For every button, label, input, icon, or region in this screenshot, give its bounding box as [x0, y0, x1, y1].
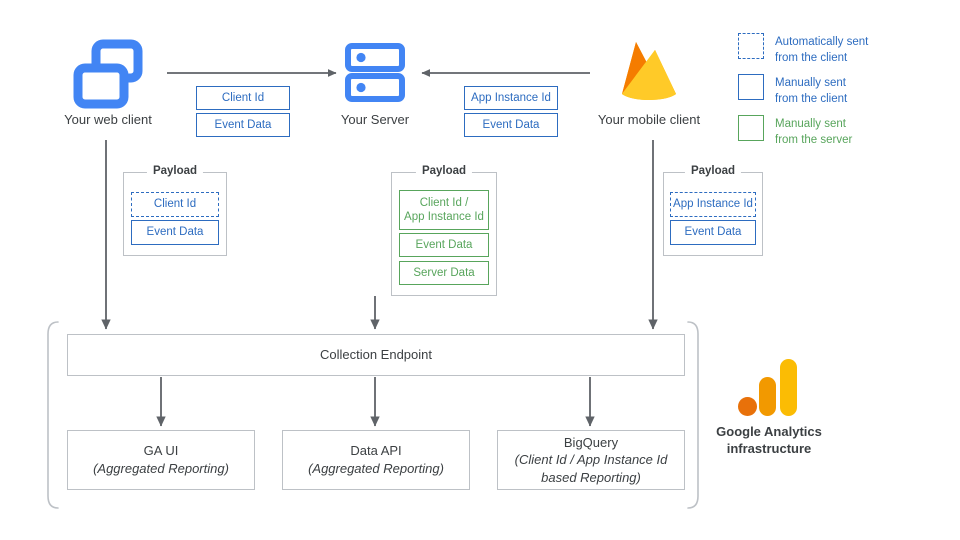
payload-mobile-item-event-data: Event Data — [670, 220, 756, 245]
legend-swatch-manual-server — [738, 115, 764, 141]
google-analytics-caption-line1: Google Analytics — [716, 424, 822, 439]
payload-mobile-item-app-instance-id: App Instance Id — [670, 192, 756, 217]
google-analytics-caption-line2: infrastructure — [726, 440, 812, 456]
payload-server-item-ids-line2: App Instance Id — [404, 211, 484, 223]
infrastructure-bracket-right — [687, 321, 699, 509]
google-analytics-caption: Google Analytics infrastructure — [689, 424, 849, 458]
transit-tag-client-id: Client Id — [196, 86, 290, 110]
ga-ui-title: GA UI — [143, 443, 179, 459]
bigquery-subtitle-line2: based Reporting) — [541, 469, 641, 485]
payload-web-item-event-data: Event Data — [131, 220, 219, 245]
legend-swatch-manual-client — [738, 74, 764, 100]
legend-swatch-automatic-client — [738, 33, 764, 59]
server-label: Your Server — [340, 112, 410, 127]
legend-label-manual-client-line2: from the client — [775, 92, 848, 105]
server-icon — [345, 43, 405, 102]
payload-server-item-ids-line1: Client Id / — [419, 196, 469, 209]
collection-endpoint-box: Collection Endpoint — [67, 334, 685, 376]
payload-server-item-server-data: Server Data — [399, 261, 489, 285]
bigquery-subtitle-line1: (Client Id / App Instance Id — [514, 452, 668, 468]
payload-web-client-title: Payload — [146, 165, 204, 177]
ga-ui-subtitle: (Aggregated Reporting) — [93, 461, 229, 476]
ga-ui-box: GA UI (Aggregated Reporting) — [67, 430, 255, 490]
bigquery-box: BigQuery (Client Id / App Instance Id ba… — [497, 430, 685, 490]
transit-tag-event-data-mobile: Event Data — [464, 113, 558, 137]
transit-tag-event-data: Event Data — [196, 113, 290, 137]
web-client-icon — [73, 39, 143, 109]
legend-label-manual-server: Manually sent from the server — [775, 117, 852, 148]
payload-mobile-client-title: Payload — [684, 165, 742, 177]
payload-server-title: Payload — [415, 165, 473, 177]
legend-label-manual-server-line1: Manually sent — [775, 118, 846, 130]
legend-label-automatic-client-line2: from the client — [775, 51, 848, 64]
legend-label-manual-client: Manually sent from the client — [775, 76, 847, 107]
bigquery-title: BigQuery — [563, 434, 619, 450]
transit-tag-app-instance-id: App Instance Id — [464, 86, 558, 110]
payload-web-item-client-id: Client Id — [131, 192, 219, 217]
payload-server-item-event-data: Event Data — [399, 233, 489, 257]
data-api-title: Data API — [350, 443, 402, 459]
legend-label-automatic-client-line1: Automatically sent — [775, 36, 869, 48]
payload-server-item-ids: Client Id / App Instance Id — [399, 190, 489, 230]
infrastructure-bracket-left — [47, 321, 59, 509]
data-api-subtitle: (Aggregated Reporting) — [308, 461, 444, 476]
collection-endpoint-label: Collection Endpoint — [319, 347, 433, 363]
data-api-box: Data API (Aggregated Reporting) — [282, 430, 470, 490]
legend-label-automatic-client: Automatically sent from the client — [775, 35, 868, 66]
legend-label-manual-client-line1: Manually sent — [775, 77, 846, 89]
mobile-client-label: Your mobile client — [597, 112, 701, 127]
legend-label-manual-server-line2: from the server — [775, 133, 853, 146]
web-client-label: Your web client — [64, 112, 152, 127]
google-analytics-logo-icon — [738, 359, 797, 416]
firebase-flame-icon — [622, 42, 676, 100]
